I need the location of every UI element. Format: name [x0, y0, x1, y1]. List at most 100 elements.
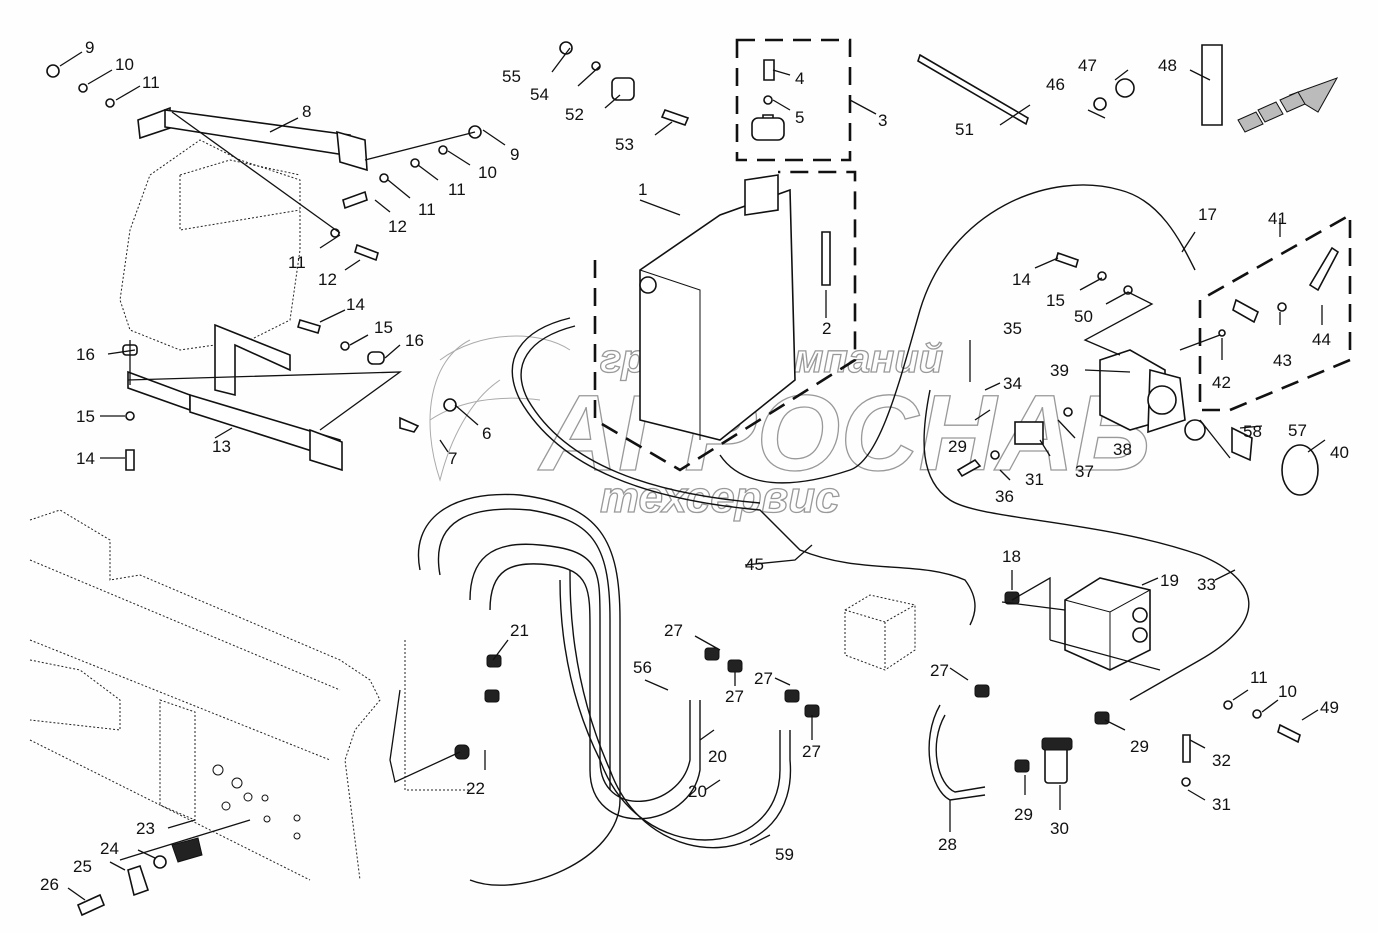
callout-31-upper: 31 — [1025, 470, 1044, 489]
valve-block-center — [844, 594, 916, 671]
callout-25: 25 — [73, 857, 92, 876]
callout-2: 2 — [822, 319, 831, 338]
callout-27-b: 27 — [725, 687, 744, 706]
watermark-line2: АГРОСНАБ — [537, 372, 1151, 493]
callout-58: 58 — [1243, 422, 1262, 441]
callout-32: 32 — [1212, 751, 1231, 770]
bracket-part-8 — [137, 106, 368, 172]
callout-33: 33 — [1197, 575, 1216, 594]
pump-group-outline — [1198, 212, 1352, 412]
callout-51: 51 — [955, 120, 974, 139]
callout-11-left: 11 — [142, 73, 160, 92]
filter-30 — [1041, 737, 1073, 784]
callout-29-upper: 29 — [948, 437, 967, 456]
callout-labels: 1 2 3 4 5 6 7 8 9 9 10 10 10 11 11 11 11… — [40, 38, 1349, 894]
callout-12-upper: 12 — [388, 217, 407, 236]
callout-49: 49 — [1320, 698, 1339, 717]
callout-11-far-right: 11 — [1250, 668, 1268, 687]
callout-42: 42 — [1212, 373, 1231, 392]
callout-53: 53 — [615, 135, 634, 154]
callout-40: 40 — [1330, 443, 1349, 462]
callout-19: 19 — [1160, 571, 1179, 590]
callout-15-mid: 15 — [374, 318, 393, 337]
callout-7: 7 — [448, 449, 457, 468]
callout-45: 45 — [745, 555, 764, 574]
callout-59: 59 — [775, 845, 794, 864]
callout-22: 22 — [466, 779, 485, 798]
callout-29-right: 29 — [1130, 737, 1149, 756]
callout-46: 46 — [1046, 75, 1065, 94]
callout-54: 54 — [530, 85, 549, 104]
callout-18: 18 — [1002, 547, 1021, 566]
callout-11-right: 11 — [448, 180, 466, 199]
callout-24: 24 — [100, 839, 119, 858]
callout-38: 38 — [1113, 440, 1132, 459]
callout-20-upper: 20 — [708, 747, 727, 766]
cab-body — [119, 139, 301, 351]
valve-block-19 — [1064, 577, 1151, 671]
callout-9-left: 9 — [85, 38, 94, 57]
callout-14-right: 14 — [1012, 270, 1031, 289]
breather-cap — [751, 59, 785, 141]
callout-27-d: 27 — [802, 742, 821, 761]
callout-27-e: 27 — [930, 661, 949, 680]
callout-23: 23 — [136, 819, 155, 838]
frame-holes — [212, 764, 301, 840]
watermark: группа компаний АГРОСНАБ техсервис — [429, 335, 1151, 523]
leader-lines — [59, 47, 1326, 901]
callout-4: 4 — [795, 69, 804, 88]
fasteners — [46, 41, 1340, 917]
callout-57: 57 — [1288, 421, 1307, 440]
callout-35: 35 — [1003, 319, 1022, 338]
callout-13: 13 — [212, 437, 231, 456]
callout-36: 36 — [995, 487, 1014, 506]
tractor-frame — [29, 509, 470, 881]
callout-11-mid: 11 — [418, 200, 436, 219]
callout-50: 50 — [1074, 307, 1093, 326]
callout-27-a: 27 — [664, 621, 683, 640]
callout-55: 55 — [502, 67, 521, 86]
callout-41: 41 — [1268, 209, 1287, 228]
callout-6: 6 — [482, 424, 491, 443]
callout-34: 34 — [1003, 374, 1022, 393]
callout-39: 39 — [1050, 361, 1069, 380]
callout-14-left: 14 — [76, 449, 95, 468]
pump-39 — [1099, 349, 1186, 434]
callout-44: 44 — [1312, 330, 1331, 349]
callout-9-right: 9 — [510, 145, 519, 164]
callout-16-mid: 16 — [405, 331, 424, 350]
callout-1: 1 — [638, 180, 647, 199]
callout-47: 47 — [1078, 56, 1097, 75]
callout-20-lower: 20 — [688, 782, 707, 801]
watermark-line3: техсервис — [600, 473, 840, 522]
callout-15-left: 15 — [76, 407, 95, 426]
callout-52: 52 — [565, 105, 584, 124]
callout-31-lower: 31 — [1212, 795, 1231, 814]
callout-27-c: 27 — [754, 669, 773, 688]
callout-48: 48 — [1158, 56, 1177, 75]
callout-10-right: 10 — [478, 163, 497, 182]
callout-17: 17 — [1198, 205, 1217, 224]
callout-8: 8 — [302, 102, 311, 121]
callout-11-lower: 11 — [288, 253, 306, 272]
callout-21: 21 — [510, 621, 529, 640]
hydraulic-tank — [639, 174, 831, 441]
bracket-part-13 — [127, 323, 343, 472]
callout-12-lower: 12 — [318, 270, 337, 289]
callout-26: 26 — [40, 875, 59, 894]
callout-15-right: 15 — [1046, 291, 1065, 310]
callout-10-left: 10 — [115, 55, 134, 74]
callout-16-left: 16 — [76, 345, 95, 364]
direction-arrow-icon — [1237, 77, 1339, 133]
callout-5: 5 — [795, 108, 804, 127]
hoses — [417, 184, 1250, 886]
callout-28: 28 — [938, 835, 957, 854]
breather-group-outline — [735, 38, 852, 162]
callout-10-lower: 10 — [1278, 682, 1297, 701]
callout-43: 43 — [1273, 351, 1292, 370]
callout-3: 3 — [878, 111, 887, 130]
callout-29-lower: 29 — [1014, 805, 1033, 824]
callout-14-mid: 14 — [346, 295, 365, 314]
callout-30: 30 — [1050, 819, 1069, 838]
